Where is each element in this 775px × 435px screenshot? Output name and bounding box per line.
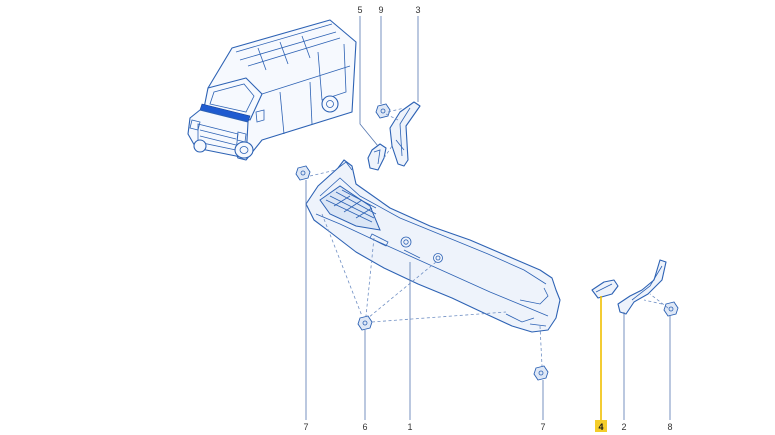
part-3-bracket xyxy=(389,101,421,167)
part-2-bracket xyxy=(617,259,667,315)
part-9-nut xyxy=(375,103,391,119)
callout-1: 1 xyxy=(407,422,412,432)
callout-7-right: 7 xyxy=(540,422,545,432)
part-4-seal xyxy=(591,279,619,299)
callout-9: 9 xyxy=(378,5,383,15)
van-illustration xyxy=(187,19,357,161)
callout-3: 3 xyxy=(415,5,420,15)
callout-8: 8 xyxy=(667,422,672,432)
part-7-bolt-right xyxy=(533,365,549,381)
callout-4[interactable]: 4 xyxy=(598,422,603,432)
rear-wheel xyxy=(321,95,339,113)
part-7-bolt-left xyxy=(295,165,311,181)
wiper-hole-right xyxy=(433,253,443,263)
callout-4-highlight-box xyxy=(595,420,607,432)
wiper-hole-left xyxy=(400,236,412,248)
part-8-nut xyxy=(663,301,679,317)
front-wheel xyxy=(234,141,254,159)
part-5-clip xyxy=(367,143,387,171)
callout-7-left: 7 xyxy=(303,422,308,432)
part-1-cowl-panel xyxy=(305,159,561,333)
part-6-clip xyxy=(357,315,373,331)
callout-5: 5 xyxy=(357,5,362,15)
callout-2: 2 xyxy=(621,422,626,432)
callout-6: 6 xyxy=(362,422,367,432)
